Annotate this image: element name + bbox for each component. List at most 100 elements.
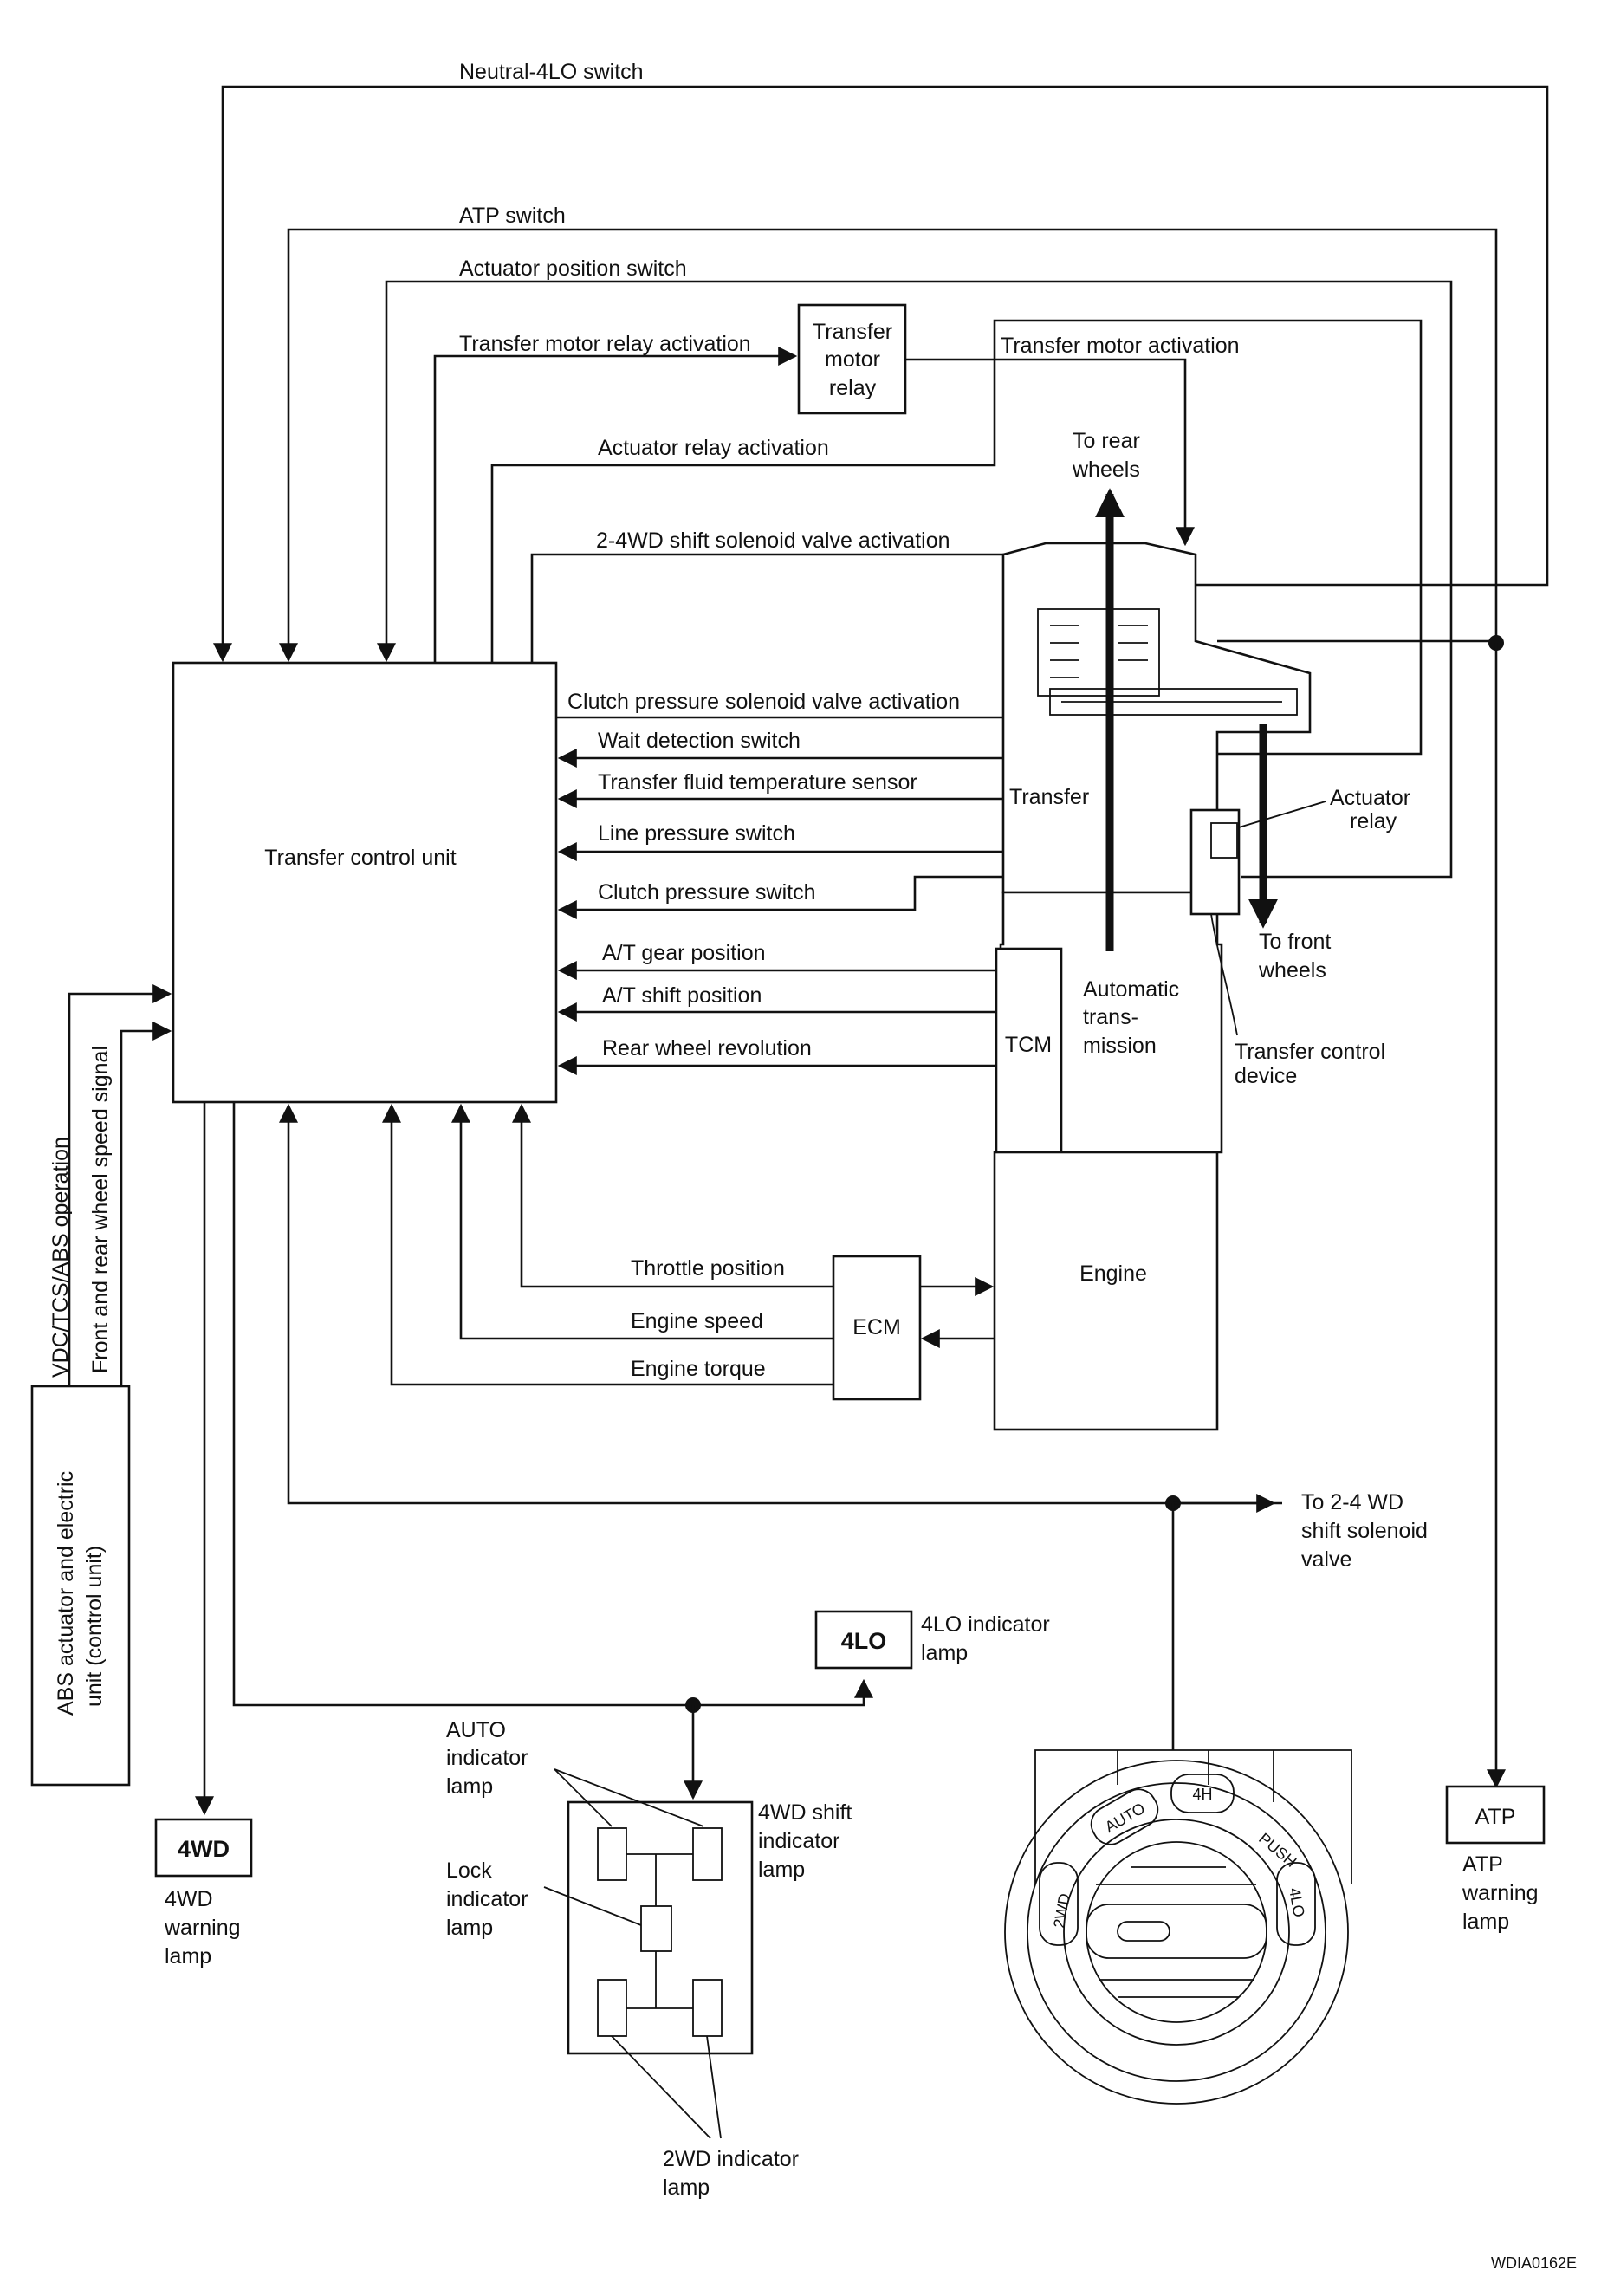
fluid-temp-line: Transfer fluid temperature sensor [557,770,1003,808]
lock-indicator-2: indicator [446,1887,528,1911]
at-gear-position-line: A/T gear position [557,941,996,980]
transfer-control-device-label-2: device [1235,1064,1297,1088]
clutch-pressure-label: Clutch pressure switch [598,880,815,905]
transfer-motor-relay-activation-label: Transfer motor relay activation [459,332,751,356]
shift-solenoid-activation-label: 2-4WD shift solenoid valve activation [596,529,950,553]
solenoid-valve-block [1037,608,1160,697]
to-shift-solenoid-1: To 2-4 WD [1301,1490,1403,1514]
actuator-position-switch-line: Actuator position switch [377,256,1453,879]
shift-indicator-4wd-annotation: 4WD shift indicator lamp [758,1800,852,1882]
auto-indicator-2: indicator [446,1746,528,1770]
four-wd-switch-dial: AUTO 4H PUSH 2WD 4LO [1004,1749,1352,2105]
warning-atp-1: ATP [1462,1852,1503,1877]
lamp-atp-label: ATP [1475,1805,1516,1829]
to-front-wheels-1: To front [1259,930,1331,954]
indicator-2wd-1: 2WD indicator [663,2147,799,2171]
vdc-tcs-abs-line: VDC/TCS/ABS operation [49,984,172,1386]
tcm-label: TCM [1005,1033,1052,1057]
clutch-pressure-solenoid-label: Clutch pressure solenoid valve activatio… [567,690,960,714]
auto-indicator-3: lamp [446,1774,493,1799]
shift-indicator-4wd-1: 4WD shift [758,1800,852,1825]
clutch-plate [1049,688,1298,716]
at-label-2: trans- [1083,1005,1138,1029]
engine-speed-line: Engine speed [451,1103,833,1340]
shift-solenoid-activation-line: 2-4WD shift solenoid valve activation [530,529,1062,663]
engine-torque-label: Engine torque [631,1357,766,1381]
warning-4wd-1: 4WD [165,1887,213,1911]
dial-4h-label: 4H [1192,1786,1212,1803]
tcm: TCM [995,947,1063,1154]
engine-label: Engine [1079,1262,1147,1286]
figure-code: WDIA0162E [1491,2254,1577,2272]
engine: Engine [993,1151,1219,1431]
at-label-3: mission [1083,1034,1157,1058]
shift-indicator-4wd-2: indicator [758,1829,840,1853]
vdc-tcs-abs-label: VDC/TCS/ABS operation [49,1137,73,1378]
fluid-temp-label: Transfer fluid temperature sensor [598,770,917,795]
lamp-4lo: 4LO 4LO indicator lamp [814,1610,1050,1670]
warning-4wd-3: lamp [165,1944,211,1968]
actuator-relay-activation-line: Actuator relay activation [490,319,1423,823]
abs-actuator-label-1: ABS actuator and electric [54,1471,78,1716]
to-shift-solenoid-2: shift solenoid [1301,1519,1428,1543]
lamp-4lo-label: 4LO [841,1628,887,1654]
auto-indicator-annotation: AUTO indicator lamp [446,1718,704,1827]
shift-indicator-4wd-3: lamp [758,1858,805,1882]
front-drive-arrow: To front wheels [1248,724,1331,983]
to-rear-wheels-2: wheels [1072,457,1140,482]
lamp-4wd: 4WD 4WD warning lamp [154,1818,253,1968]
transfer-motor-relay: Transfer motor relay [797,303,907,415]
at-shift-position-line: A/T shift position [557,983,996,1022]
transfer-control-unit-label: Transfer control unit [264,846,456,870]
indicator-2wd-annotation: 2WD indicator lamp [611,2035,799,2200]
transfer-motor-activation-label: Transfer motor activation [1001,334,1240,358]
atp-switch-line: ATP switch [279,204,1498,663]
transfer-control-device: Actuator relay Transfer control device [1189,786,1410,1088]
dial-button-4lo: 4LO [1276,1862,1316,1946]
at-shift-position-label: A/T shift position [602,983,762,1008]
throttle-position-label: Throttle position [631,1256,785,1281]
indicator-bus-line [232,1102,873,1800]
transfer-control-device-label-1: Transfer control [1235,1040,1385,1064]
transfer-motor-relay-line-2: motor [825,347,880,372]
dial-2wd-label: 2WD [1050,1892,1073,1930]
wheel-speed-label: Front and rear wheel speed signal [88,1046,113,1373]
neutral-4lo-switch-label: Neutral-4LO switch [459,60,644,84]
transfer-motor-relay-activation-line: Transfer motor relay activation [433,332,798,663]
rear-drive-arrow: To rear wheels [1072,429,1140,951]
engine-torque-line: Engine torque [382,1103,833,1386]
indicator-cluster [567,1800,754,2055]
dial-button-2wd: 2WD [1039,1862,1079,1946]
to-shift-solenoid-3: valve [1301,1547,1351,1572]
indicator-2wd-2: lamp [663,2176,710,2200]
line-pressure-line: Line pressure switch [557,821,1003,861]
transfer-motor-relay-line-3: relay [829,376,877,400]
wait-detection-label: Wait detection switch [598,729,801,753]
abs-actuator-label-2: unit (control unit) [82,1546,107,1707]
auto-indicator-1: AUTO [446,1718,506,1742]
dial-push-label: PUSH [1255,1830,1300,1871]
warning-atp-2: warning [1462,1881,1539,1905]
line-pressure-label: Line pressure switch [598,821,795,846]
lock-indicator-1: Lock [446,1858,492,1883]
dial-4lo-label: 4LO [1286,1886,1308,1918]
engine-speed-label: Engine speed [631,1309,763,1333]
actuator-position-switch-label: Actuator position switch [459,256,687,281]
ecm-label: ECM [852,1315,901,1339]
atp-junction [1217,635,1506,1789]
throttle-position-line: Throttle position [512,1103,833,1288]
rear-wheel-revolution-label: Rear wheel revolution [602,1036,812,1060]
at-gear-position-label: A/T gear position [602,941,766,965]
wheel-speed-line: Front and rear wheel speed signal [88,1022,172,1386]
lock-indicator-3: lamp [446,1916,493,1940]
warning-4wd-2: warning [164,1916,241,1940]
neutral-4lo-switch-line: Neutral-4LO switch [213,60,1549,663]
transfer-motor-relay-line-1: Transfer [813,320,892,344]
abs-actuator-unit: ABS actuator and electric unit (control … [30,1385,131,1787]
atp-switch-label: ATP switch [459,204,566,228]
clutch-pressure-line: Clutch pressure switch [557,875,1003,919]
actuator-relay-label-1: Actuator [1330,786,1410,810]
indicator-4lo-2: lamp [921,1641,968,1665]
to-front-wheels-2: wheels [1258,958,1326,983]
